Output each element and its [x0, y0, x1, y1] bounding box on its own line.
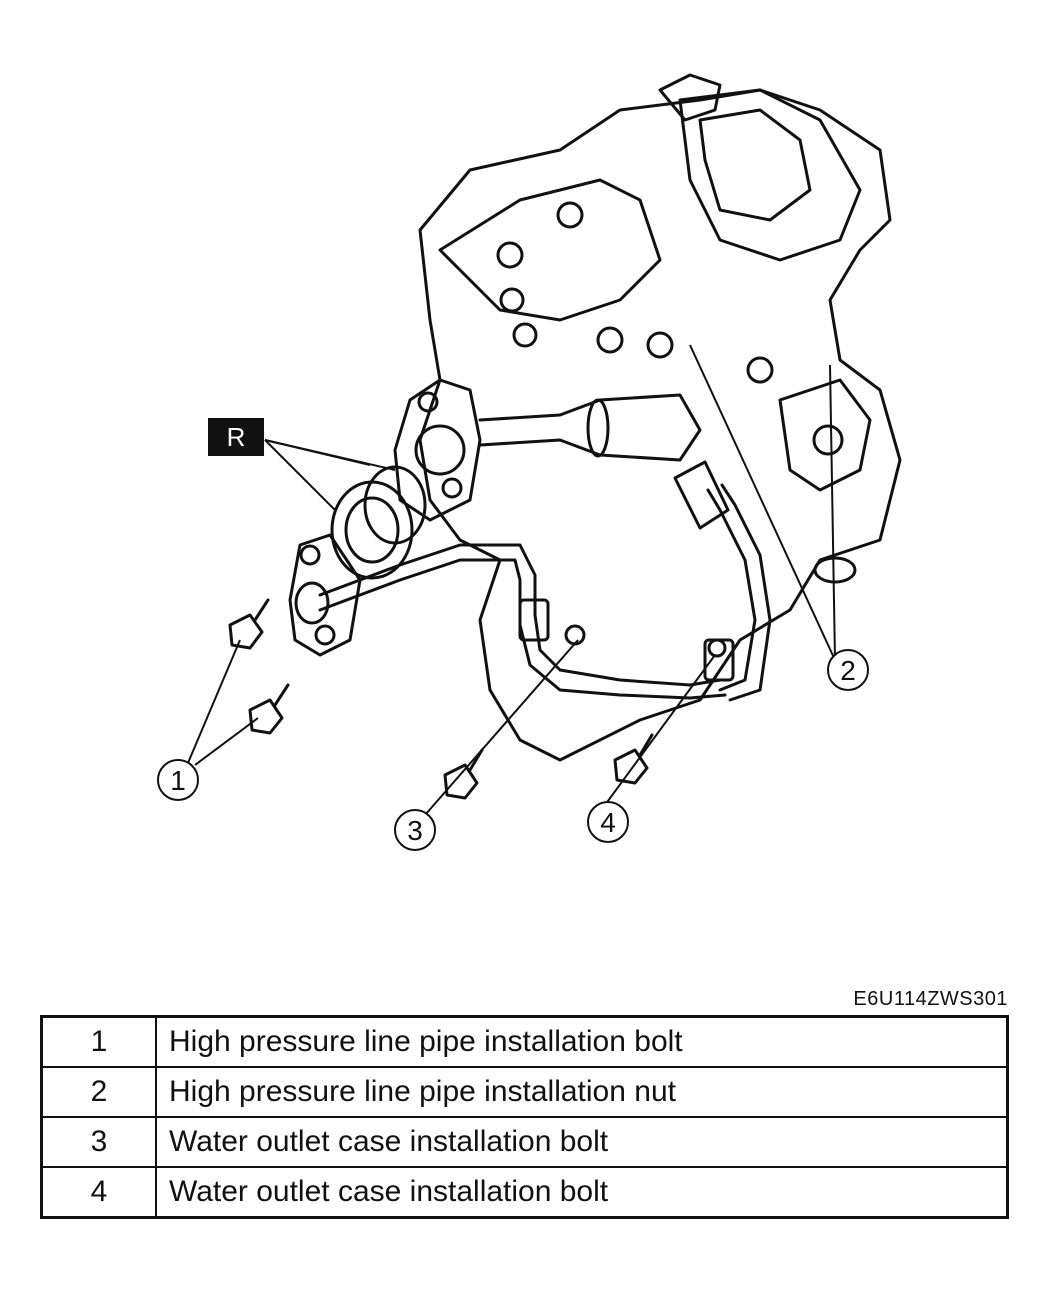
legend-num: 1: [40, 1015, 157, 1068]
table-row: 3 Water outlet case installation bolt: [40, 1116, 1009, 1168]
legend-num: 2: [40, 1066, 157, 1118]
outlet-case-port: [294, 581, 330, 625]
right-bracket-hole: [812, 424, 844, 456]
bolt-1-upper: [228, 598, 270, 650]
cylinder-head-ridge: [438, 178, 662, 322]
callout-2-circle: [827, 649, 869, 691]
legend-description: Water outlet case installation bolt: [155, 1116, 1009, 1168]
pipe-clamp-left: [518, 598, 550, 642]
hp-line-pipe-lower: [318, 558, 727, 700]
leader-r-3: [264, 439, 396, 471]
legend-num: 4: [40, 1166, 157, 1219]
callout-4-circle: [587, 801, 629, 843]
leader-r-1: [264, 439, 336, 511]
right-bracket: [778, 378, 872, 492]
outlet-pipe-end: [586, 398, 610, 458]
callout-3: 3: [407, 815, 423, 846]
leader-1a: [184, 639, 241, 771]
block-boss-4: [512, 322, 538, 348]
callout-1: 1: [170, 765, 186, 796]
upper-connector: [658, 73, 722, 122]
hp-line-pipe-riser-outer: [720, 483, 772, 702]
block-boss-2: [556, 201, 584, 229]
leader-2b: [829, 364, 836, 661]
callout-3-circle: [394, 809, 436, 851]
legend-description: High pressure line pipe installation bol…: [155, 1015, 1009, 1068]
table-row: 1 High pressure line pipe installation b…: [40, 1015, 1009, 1068]
leader-1b: [194, 717, 259, 766]
leader-3: [424, 639, 579, 816]
legend-num: 3: [40, 1116, 157, 1168]
outlet-pipe: [478, 393, 702, 462]
seal-ring-back: [363, 465, 427, 545]
callout-4: 4: [600, 807, 616, 838]
clamp-bolt-hole-4: [707, 638, 727, 658]
block-boss-3: [499, 287, 525, 313]
outlet-case: [288, 533, 362, 657]
block-boss-1: [496, 241, 524, 269]
hp-line-pipe-riser: [706, 488, 757, 692]
callout-1-circle: [157, 759, 199, 801]
legend-description: Water outlet case installation bolt: [155, 1166, 1009, 1219]
bolt-4: [613, 733, 654, 785]
flange-port: [414, 424, 466, 476]
r-badge: R: [208, 418, 264, 456]
pump-detail: [698, 108, 812, 222]
table-row: 4 Water outlet case installation bolt: [40, 1166, 1009, 1219]
legend-table: 1 High pressure line pipe installation b…: [40, 1015, 1009, 1219]
engine-diagram: R 1 2 3 4: [157, 73, 902, 851]
pump-body: [678, 88, 862, 262]
legend-description: High pressure line pipe installation nut: [155, 1066, 1009, 1118]
leader-4: [604, 654, 716, 806]
clamp-bolt-hole-3: [564, 624, 586, 646]
installation-nut: [673, 460, 730, 530]
outlet-case-hole-upper: [299, 544, 321, 566]
r-badge-label: R: [227, 422, 246, 452]
flange-hole-upper: [417, 391, 439, 413]
block-boss-6: [646, 331, 674, 359]
block-boss-7: [746, 356, 774, 384]
reference-code: E6U114ZWS301: [853, 988, 1008, 1010]
bolt-1-lower: [248, 683, 290, 735]
table-row: 2 High pressure line pipe installation n…: [40, 1066, 1009, 1118]
right-side-tube: [813, 556, 857, 584]
leader-2a: [689, 344, 836, 661]
flange-hole-lower: [441, 477, 463, 499]
hp-line-pipe-upper: [318, 543, 722, 687]
callout-2: 2: [840, 655, 856, 686]
outlet-case-hole-lower: [314, 624, 336, 646]
block-boss-5: [596, 326, 624, 354]
seal-ring-inner: [344, 496, 400, 564]
